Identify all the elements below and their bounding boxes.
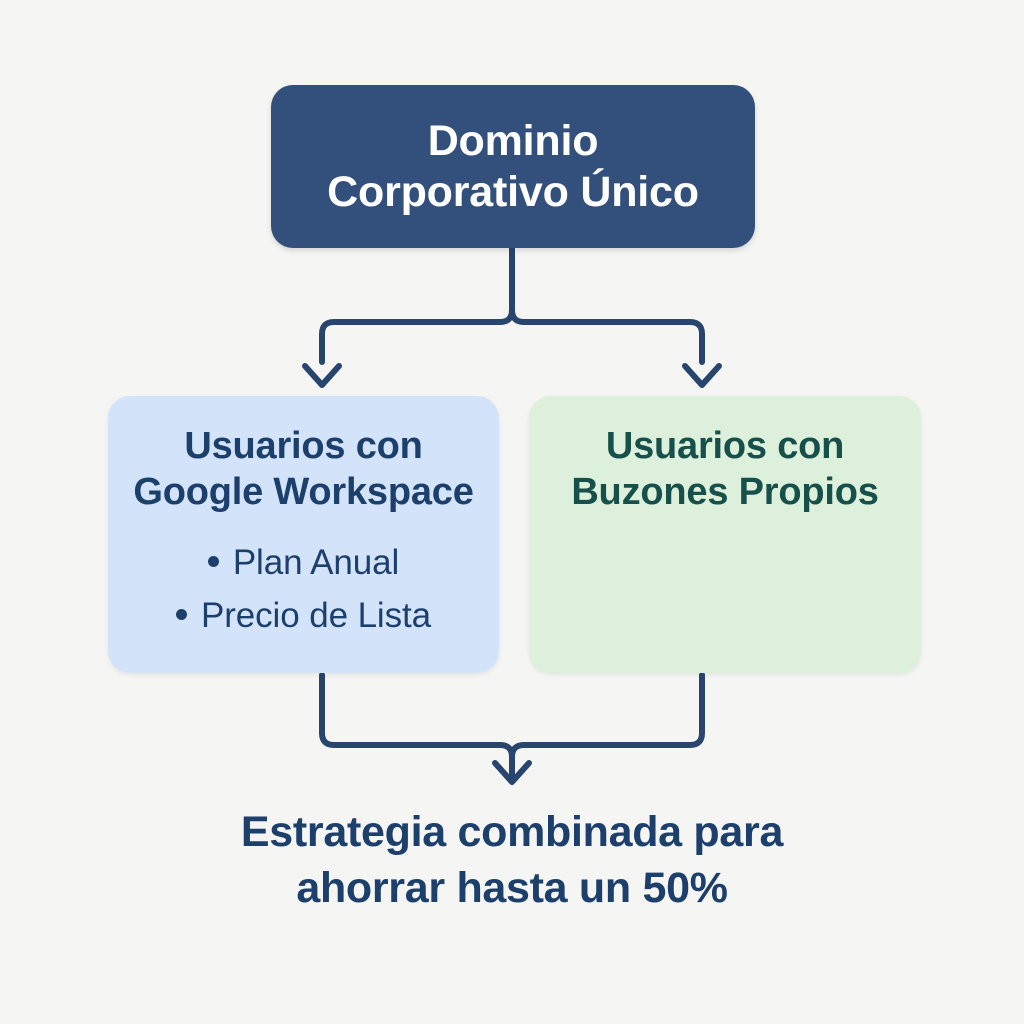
bullet-label: Plan Anual <box>232 543 400 583</box>
node-branch-own-mailboxes[interactable]: Usuarios con Buzones Propios <box>529 396 921 673</box>
bullet-dot-icon <box>207 556 219 568</box>
connector-root-split <box>319 245 515 365</box>
connector-merge-left <box>319 672 515 783</box>
list-item: Plan Anual <box>108 537 499 590</box>
node-root-label: Dominio Corporativo Único <box>327 116 699 216</box>
node-root-domain[interactable]: Dominio Corporativo Único <box>271 85 755 248</box>
connector-arrowhead-right <box>682 363 722 388</box>
node-branch-left-label: Usuarios con Google Workspace <box>133 425 474 513</box>
outcome-label: Estrategia combinada para ahorrar hasta … <box>240 808 784 912</box>
node-branch-google-workspace[interactable]: Usuarios con Google Workspace Plan Anual… <box>108 396 499 673</box>
list-item: Precio de Lista <box>108 590 499 643</box>
bullet-dot-icon <box>175 608 187 620</box>
node-branch-right-label: Usuarios con Buzones Propios <box>571 425 879 513</box>
connector-root-split-right <box>509 307 705 365</box>
bullet-label: Precio de Lista <box>200 595 432 635</box>
node-branch-left-bullet-list: Plan Anual Precio de Lista <box>108 537 499 642</box>
connector-arrowhead-left <box>302 363 342 388</box>
connector-merge-right <box>509 672 705 760</box>
connector-arrowhead-outcome <box>492 760 532 785</box>
